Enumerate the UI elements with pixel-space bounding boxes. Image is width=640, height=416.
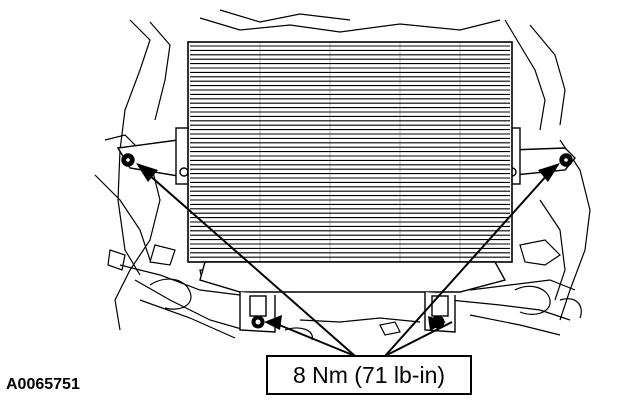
- cooler-fins: [190, 45, 510, 258]
- arrowheads: [136, 163, 560, 331]
- left-mount-bracket: [116, 127, 193, 185]
- cooler-core: [187, 41, 513, 263]
- cooler-mesh: [259, 42, 461, 262]
- figure-id-label: A0065751: [6, 376, 80, 393]
- leader-arrows: [147, 173, 549, 357]
- torque-callout-label: 8 Nm (71 lb-in): [266, 355, 472, 395]
- right-mount-bracket: [503, 127, 576, 185]
- bottom-left-bolt: [251, 315, 265, 329]
